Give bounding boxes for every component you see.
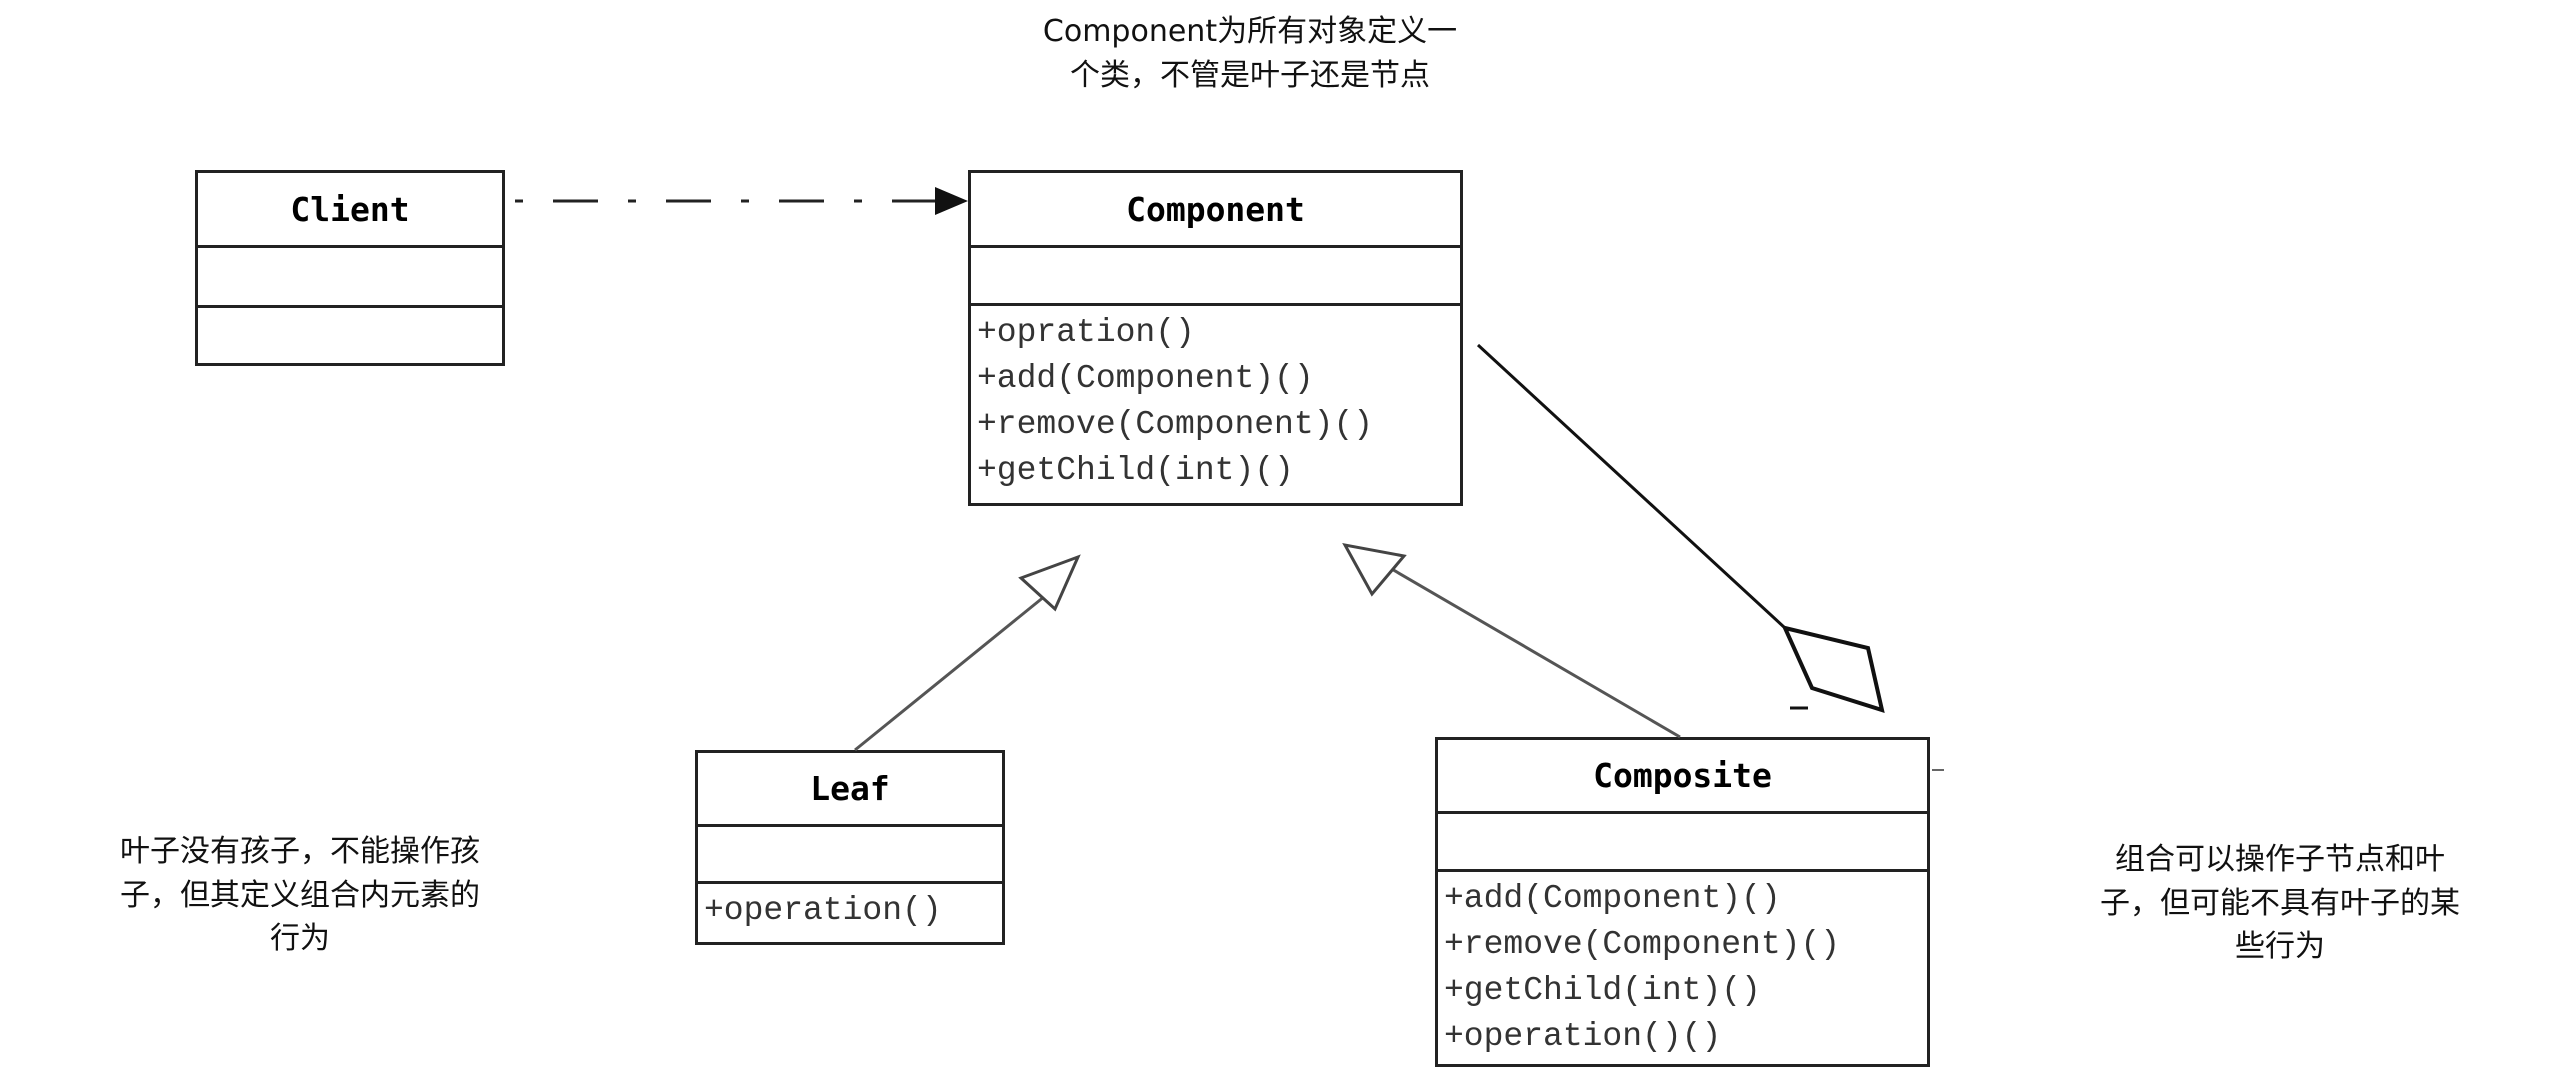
client-class[interactable]: Client — [195, 170, 505, 366]
dependency-arrowhead — [935, 187, 968, 215]
aggregation-line — [1476, 343, 1787, 630]
composite-attributes — [1438, 814, 1927, 872]
leaf-class-name: Leaf — [698, 753, 1002, 827]
leaf-attributes — [698, 827, 1002, 884]
composite-op-2: +remove(Component)() — [1444, 926, 1841, 963]
component-op-2: +add(Component)() — [977, 360, 1314, 397]
client-attributes — [198, 248, 502, 308]
component-attributes — [971, 248, 1460, 306]
component-op-4: +getChild(int)() — [977, 452, 1294, 489]
composite-generalization-arrowhead — [1342, 542, 1407, 597]
leaf-generalization-line — [854, 594, 1046, 752]
component-class-name: Component — [971, 173, 1460, 248]
component-operations: +opration() +add(Component)() +remove(Co… — [971, 306, 1460, 494]
client-class-name: Client — [198, 173, 502, 248]
component-note: Component为所有对象定义一 个类，不管是叶子还是节点 — [1042, 14, 1458, 93]
leaf-class[interactable]: Leaf +operation() — [695, 750, 1005, 945]
composite-note: 组合可以操作子节点和叶 子，但可能不具有叶子的某 些行为 — [2100, 842, 2460, 964]
leaf-op-1: +operation() — [704, 892, 942, 929]
composite-op-1: +add(Component)() — [1444, 880, 1781, 917]
component-class[interactable]: Component +opration() +add(Component)() … — [968, 170, 1463, 506]
aggregation-diamond — [1781, 625, 1885, 713]
composite-class-name: Composite — [1438, 740, 1927, 814]
leaf-generalization-arrowhead — [1018, 554, 1081, 612]
component-op-1: +opration() — [977, 314, 1195, 351]
leaf-note: 叶子没有孩子，不能操作孩 子，但其定义组合内元素的 行为 — [120, 834, 480, 956]
composite-operations: +add(Component)() +remove(Component)() +… — [1438, 872, 1927, 1060]
composite-class[interactable]: Composite +add(Component)() +remove(Comp… — [1435, 737, 1930, 1067]
component-op-3: +remove(Component)() — [977, 406, 1374, 443]
composite-op-4: +operation()() — [1444, 1018, 1722, 1055]
composite-generalization-line — [1389, 566, 1681, 739]
leaf-operations: +operation() — [698, 884, 1002, 934]
composite-op-3: +getChild(int)() — [1444, 972, 1761, 1009]
